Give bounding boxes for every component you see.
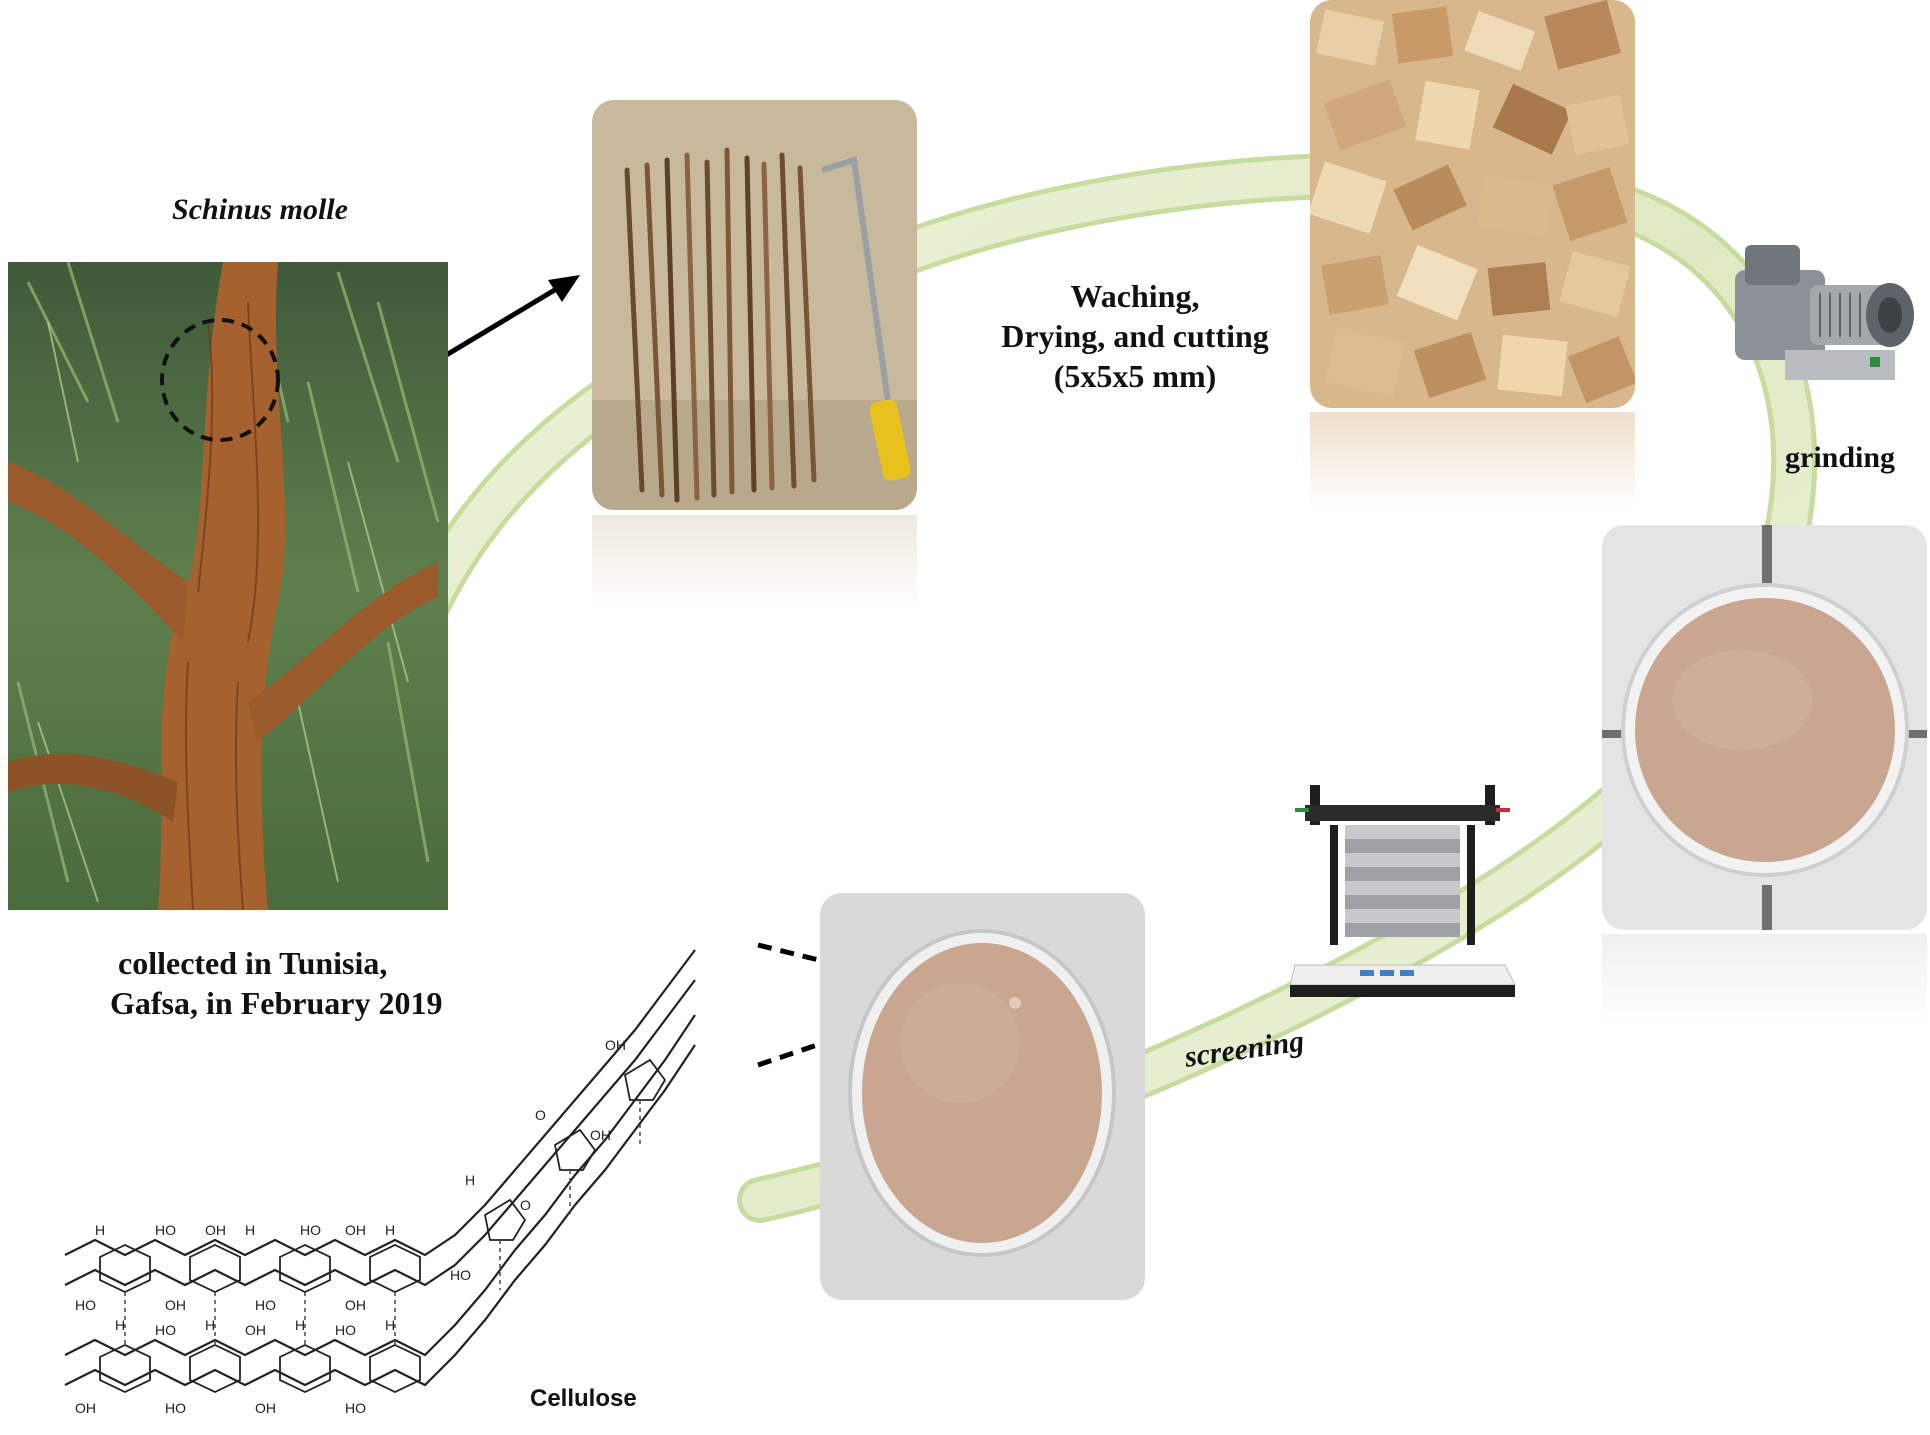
svg-text:H: H (205, 1317, 215, 1333)
species-label: Schinus molle (172, 193, 348, 226)
grinder-machine-illustration (1725, 225, 1925, 400)
collection-label-line1: collected in Tunisia, (118, 945, 388, 981)
wash-label-line3: (5x5x5 mm) (1053, 358, 1217, 394)
collection-label-line2: Gafsa, in February 2019 (110, 985, 443, 1021)
svg-text:H: H (295, 1317, 305, 1333)
svg-text:OH: OH (605, 1037, 626, 1053)
svg-text:HO: HO (155, 1222, 176, 1238)
sieve-shaker-illustration (1290, 780, 1515, 1000)
cellulose-structure-drawing: H HO OH H HO OH H HO OH HO OH H H H H HO… (55, 935, 760, 1430)
branches-photo-reflection (592, 515, 917, 610)
svg-text:H: H (385, 1317, 395, 1333)
arrow-head-icon (548, 275, 580, 302)
branches-and-hacksaw-photo (592, 100, 917, 510)
svg-text:O: O (520, 1197, 531, 1213)
svg-text:HO: HO (300, 1222, 321, 1238)
wash-label-line2: Drying, and cutting (1001, 318, 1269, 354)
svg-text:HO: HO (75, 1297, 96, 1313)
cellulose-label: Cellulose (530, 1385, 637, 1412)
ground-powder-dish-photo (1602, 525, 1927, 930)
svg-text:HO: HO (335, 1322, 356, 1338)
svg-text:H: H (465, 1172, 475, 1188)
svg-text:O: O (535, 1107, 546, 1123)
sieved-powder-dish-photo (820, 893, 1145, 1300)
svg-text:OH: OH (75, 1400, 96, 1416)
svg-text:HO: HO (345, 1400, 366, 1416)
grinding-label: grinding (1785, 441, 1896, 474)
svg-text:H: H (115, 1317, 125, 1333)
wash-label-line1: Waching, (1070, 278, 1200, 314)
wood-chips-photo (1310, 0, 1635, 408)
svg-text:H: H (385, 1222, 395, 1238)
svg-text:HO: HO (255, 1297, 276, 1313)
svg-text:OH: OH (255, 1400, 276, 1416)
wood-chips-reflection (1310, 412, 1635, 507)
svg-text:OH: OH (345, 1297, 366, 1313)
svg-text:OH: OH (245, 1322, 266, 1338)
svg-text:HO: HO (155, 1322, 176, 1338)
svg-text:OH: OH (590, 1127, 611, 1143)
svg-text:HO: HO (450, 1267, 471, 1283)
svg-text:OH: OH (345, 1222, 366, 1238)
ground-powder-reflection (1602, 934, 1927, 1024)
svg-text:H: H (245, 1222, 255, 1238)
svg-text:OH: OH (205, 1222, 226, 1238)
svg-text:HO: HO (165, 1400, 186, 1416)
svg-text:OH: OH (165, 1297, 186, 1313)
svg-text:H: H (95, 1222, 105, 1238)
schinus-molle-tree-photo (8, 262, 448, 910)
